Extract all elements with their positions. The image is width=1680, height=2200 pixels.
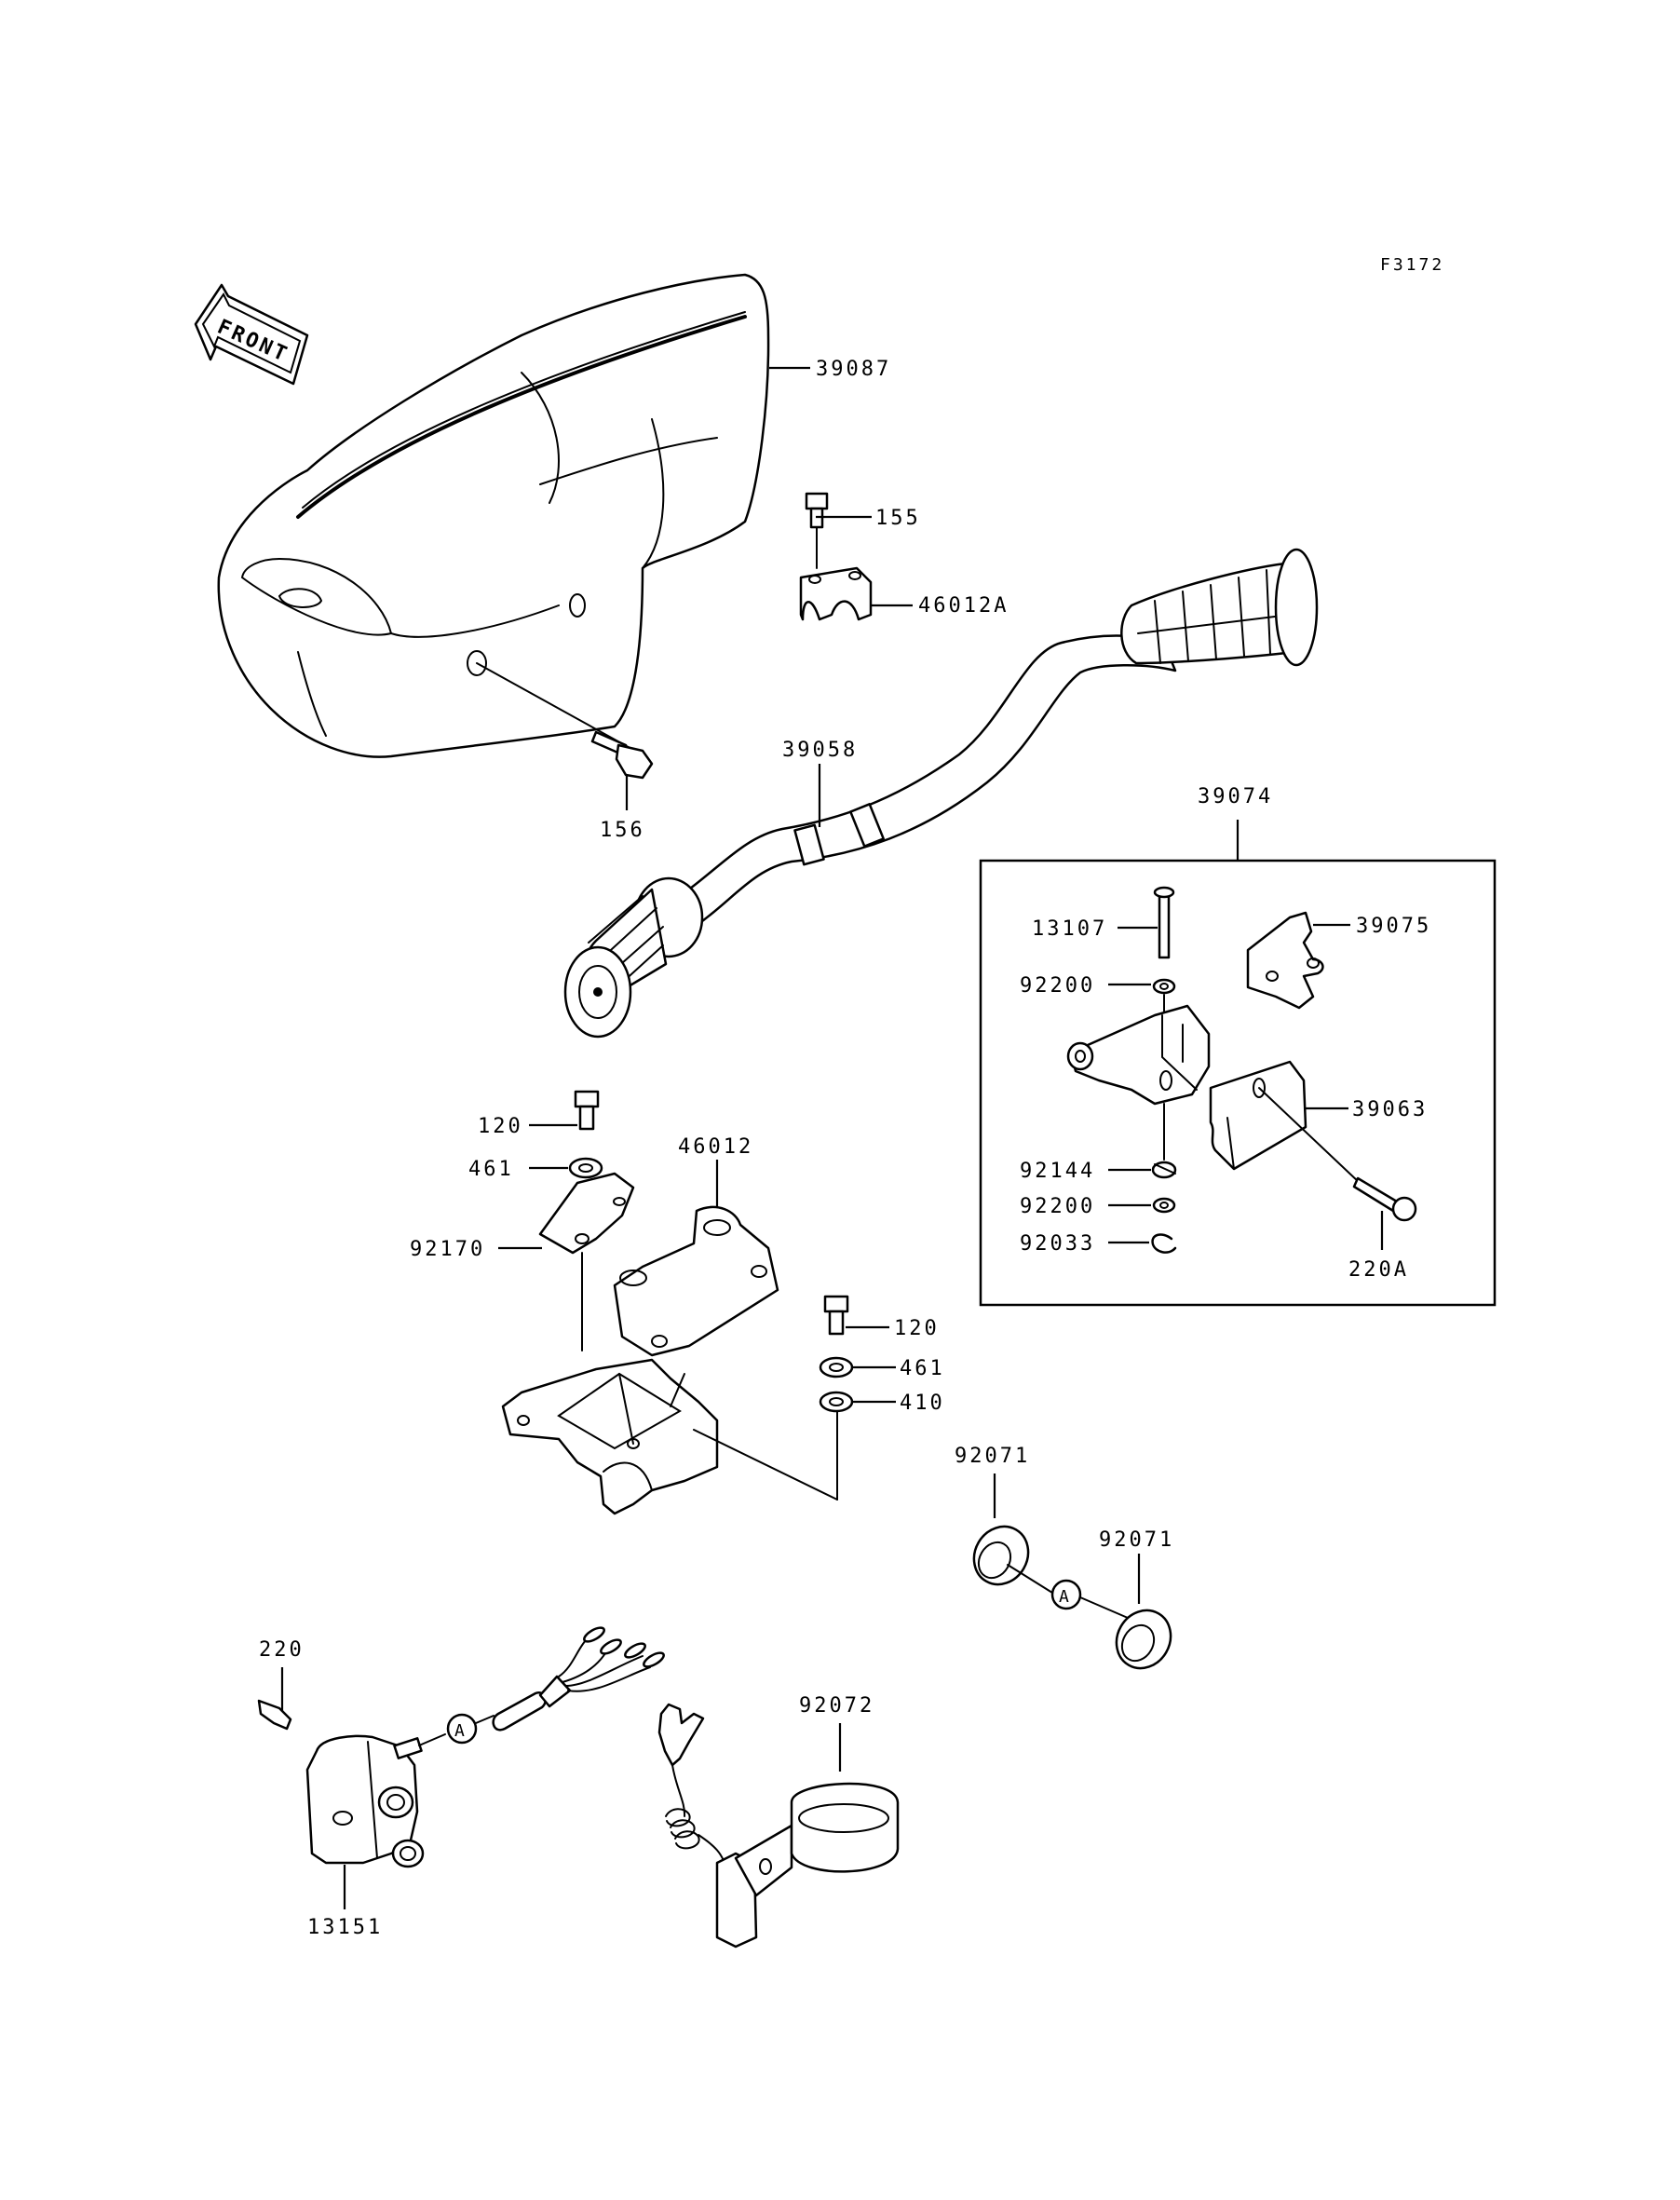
spring-92144 — [1151, 1161, 1177, 1179]
label-39075: 39075 — [1356, 915, 1431, 938]
label-120-b: 120 — [894, 1317, 940, 1340]
label-39087: 39087 — [816, 358, 891, 381]
pin-13107 — [1153, 886, 1175, 959]
circlip-92033 — [1151, 1233, 1177, 1254]
label-39063: 39063 — [1352, 1098, 1428, 1121]
label-410: 410 — [900, 1392, 945, 1415]
handlebar-cover-39087 — [217, 273, 770, 758]
clamp-46012A — [799, 566, 873, 621]
cover-39063 — [1209, 1060, 1307, 1171]
label-220: 220 — [259, 1638, 305, 1662]
left-grip — [563, 876, 704, 1039]
steering-bracket — [501, 1358, 719, 1515]
label-92033: 92033 — [1020, 1232, 1095, 1256]
lockwasher-461-a — [568, 1157, 603, 1179]
label-13151: 13151 — [307, 1916, 383, 1939]
bracket-92170 — [538, 1172, 635, 1255]
seal-92071-a — [972, 1525, 1030, 1586]
screw-220A — [1352, 1176, 1417, 1222]
bolt-156 — [590, 730, 654, 780]
washer-92200-top — [1152, 978, 1176, 995]
lockwasher-461-b — [819, 1356, 854, 1378]
lever-39075 — [1246, 911, 1324, 1010]
label-156: 156 — [600, 819, 645, 842]
label-92071-a: 92071 — [955, 1445, 1030, 1468]
switch-13151 — [305, 1734, 425, 1868]
lanyard-92072 — [657, 1703, 900, 1949]
handlebar-clamp-46012 — [613, 1205, 779, 1357]
handlebar-39058 — [650, 634, 1177, 943]
label-92170: 92170 — [410, 1238, 485, 1261]
seal-92071-b — [1115, 1609, 1172, 1670]
ref-marker-a-left — [446, 1713, 478, 1745]
ref-marker-a-left-text: A — [454, 1721, 465, 1741]
washer-92200-bottom — [1152, 1197, 1176, 1214]
bolt-155 — [805, 492, 829, 529]
ref-marker-a-right — [1050, 1579, 1082, 1610]
label-92144: 92144 — [1020, 1160, 1095, 1183]
label-461-b: 461 — [900, 1357, 945, 1380]
label-39058: 39058 — [782, 739, 858, 762]
label-155: 155 — [875, 507, 921, 530]
label-92200-bottom: 92200 — [1020, 1195, 1095, 1218]
label-46012A: 46012A — [918, 594, 1009, 618]
label-13107: 13107 — [1032, 917, 1107, 941]
switch-wires — [492, 1626, 665, 1731]
label-220A: 220A — [1348, 1258, 1409, 1282]
label-92071-b: 92071 — [1099, 1528, 1174, 1552]
label-46012: 46012 — [678, 1135, 753, 1159]
bolt-120-a — [574, 1090, 600, 1131]
bolt-120-b — [823, 1295, 849, 1336]
label-461-a: 461 — [468, 1158, 514, 1181]
ref-marker-a-right-text: A — [1059, 1587, 1069, 1607]
washer-410 — [819, 1391, 854, 1413]
label-92072: 92072 — [799, 1694, 874, 1718]
front-arrow-icon: FRONT — [194, 283, 309, 386]
screw-220 — [257, 1699, 292, 1731]
throttle-housing — [1066, 1004, 1211, 1106]
label-39074: 39074 — [1198, 785, 1273, 808]
figure-id: F3172 — [1380, 255, 1444, 275]
label-92200-top: 92200 — [1020, 974, 1095, 998]
right-grip — [1120, 548, 1319, 667]
label-120-a: 120 — [478, 1115, 523, 1138]
